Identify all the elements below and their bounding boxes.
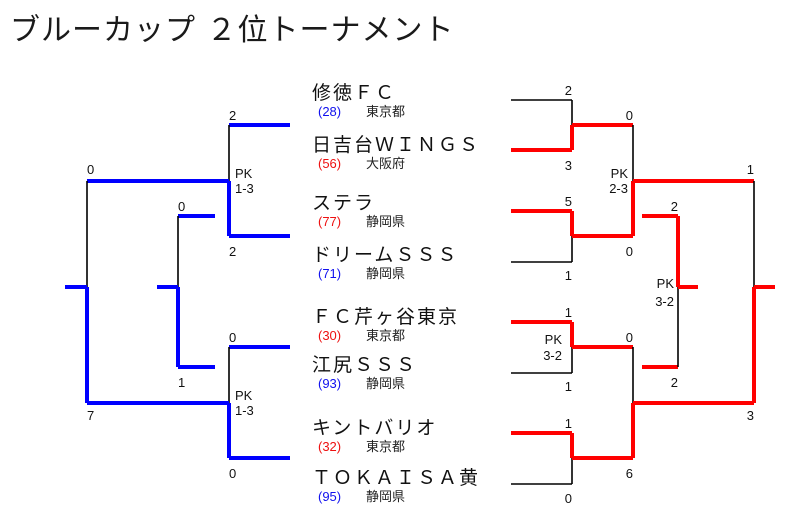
score-label: 1 [178, 375, 185, 390]
team-seed: (56) [318, 156, 342, 171]
team-name: ドリームＳＳＳ [312, 244, 459, 266]
team-name: 江尻ＳＳＳ [312, 354, 418, 376]
team-entry[interactable]: ＴＯＫＡＩＳＡ黄 (95) 静岡県 [312, 468, 480, 505]
team-prefecture: 静岡県 [366, 377, 406, 392]
score-label: 2 [671, 375, 678, 390]
pk-label: PK [545, 332, 563, 347]
score-label: 0 [229, 466, 236, 481]
pk-score: 2-3 [609, 181, 628, 196]
score-label: 3 [565, 158, 572, 173]
score-label: 3 [747, 408, 754, 423]
team-seed: (32) [318, 439, 342, 454]
score-label: 0 [178, 199, 185, 214]
team-seed: (95) [318, 489, 342, 504]
team-name: ステラ [312, 192, 376, 214]
pk-label: PK [657, 276, 675, 291]
team-seed: (77) [318, 214, 342, 229]
team-name: 修徳ＦＣ [312, 82, 397, 104]
team-prefecture: 静岡県 [366, 267, 406, 282]
score-label: 2 [229, 108, 236, 123]
team-entry[interactable]: ＦＣ芹ヶ谷東京 (30) 東京都 [312, 307, 459, 344]
bracket-lines [65, 99, 775, 485]
team-name: ＴＯＫＡＩＳＡ黄 [312, 467, 481, 489]
team-prefecture: 東京都 [366, 440, 406, 455]
score-label: 0 [626, 330, 633, 345]
score-label: 0 [87, 162, 94, 177]
pk-label: PK [235, 166, 253, 181]
team-name: キントバリオ [312, 417, 438, 439]
score-label: 2 [565, 83, 572, 98]
team-prefecture: 東京都 [366, 105, 406, 120]
score-label: 0 [229, 330, 236, 345]
score-label: 6 [626, 466, 633, 481]
team-entry[interactable]: キントバリオ (32) 東京都 [312, 418, 437, 455]
pk-score: 1-3 [235, 403, 254, 418]
score-label: 5 [565, 194, 572, 209]
team-name: ＦＣ芹ヶ谷東京 [312, 306, 460, 328]
score-label: 1 [565, 305, 572, 320]
pk-label: PK [235, 388, 253, 403]
bracket-scores: 22PK1-300PK1-30107235111PK3-21000PK2-306… [87, 83, 754, 506]
team-entry[interactable]: 日吉台ＷＩＮＧＳ (56) 大阪府 [312, 135, 480, 172]
pk-score: 1-3 [235, 181, 254, 196]
pk-score: 3-2 [543, 348, 562, 363]
page-title: ブルーカップ ２位トーナメント [10, 13, 455, 48]
team-prefecture: 静岡県 [366, 490, 406, 505]
pk-score: 3-2 [655, 294, 674, 309]
team-entry[interactable]: 江尻ＳＳＳ (93) 静岡県 [312, 355, 417, 392]
score-label: 0 [565, 491, 572, 506]
pk-label: PK [611, 166, 629, 181]
score-label: 0 [626, 244, 633, 259]
team-entry[interactable]: 修徳ＦＣ (28) 東京都 [312, 83, 405, 120]
team-prefecture: 大阪府 [366, 157, 406, 172]
team-seed: (30) [318, 328, 342, 343]
score-label: 1 [565, 379, 572, 394]
score-label: 1 [747, 162, 754, 177]
score-label: 0 [626, 108, 633, 123]
team-prefecture: 東京都 [366, 329, 406, 344]
team-name: 日吉台ＷＩＮＧＳ [312, 134, 481, 156]
team-prefecture: 静岡県 [366, 215, 406, 230]
team-seed: (28) [318, 104, 342, 119]
score-label: 1 [565, 416, 572, 431]
team-entry[interactable]: ステラ (77) 静岡県 [312, 193, 405, 230]
team-seed: (93) [318, 376, 342, 391]
team-seed: (71) [318, 266, 342, 281]
score-label: 1 [565, 268, 572, 283]
score-label: 2 [229, 244, 236, 259]
team-entry[interactable]: ドリームＳＳＳ (71) 静岡県 [312, 245, 458, 282]
score-label: 7 [87, 408, 94, 423]
score-label: 2 [671, 199, 678, 214]
